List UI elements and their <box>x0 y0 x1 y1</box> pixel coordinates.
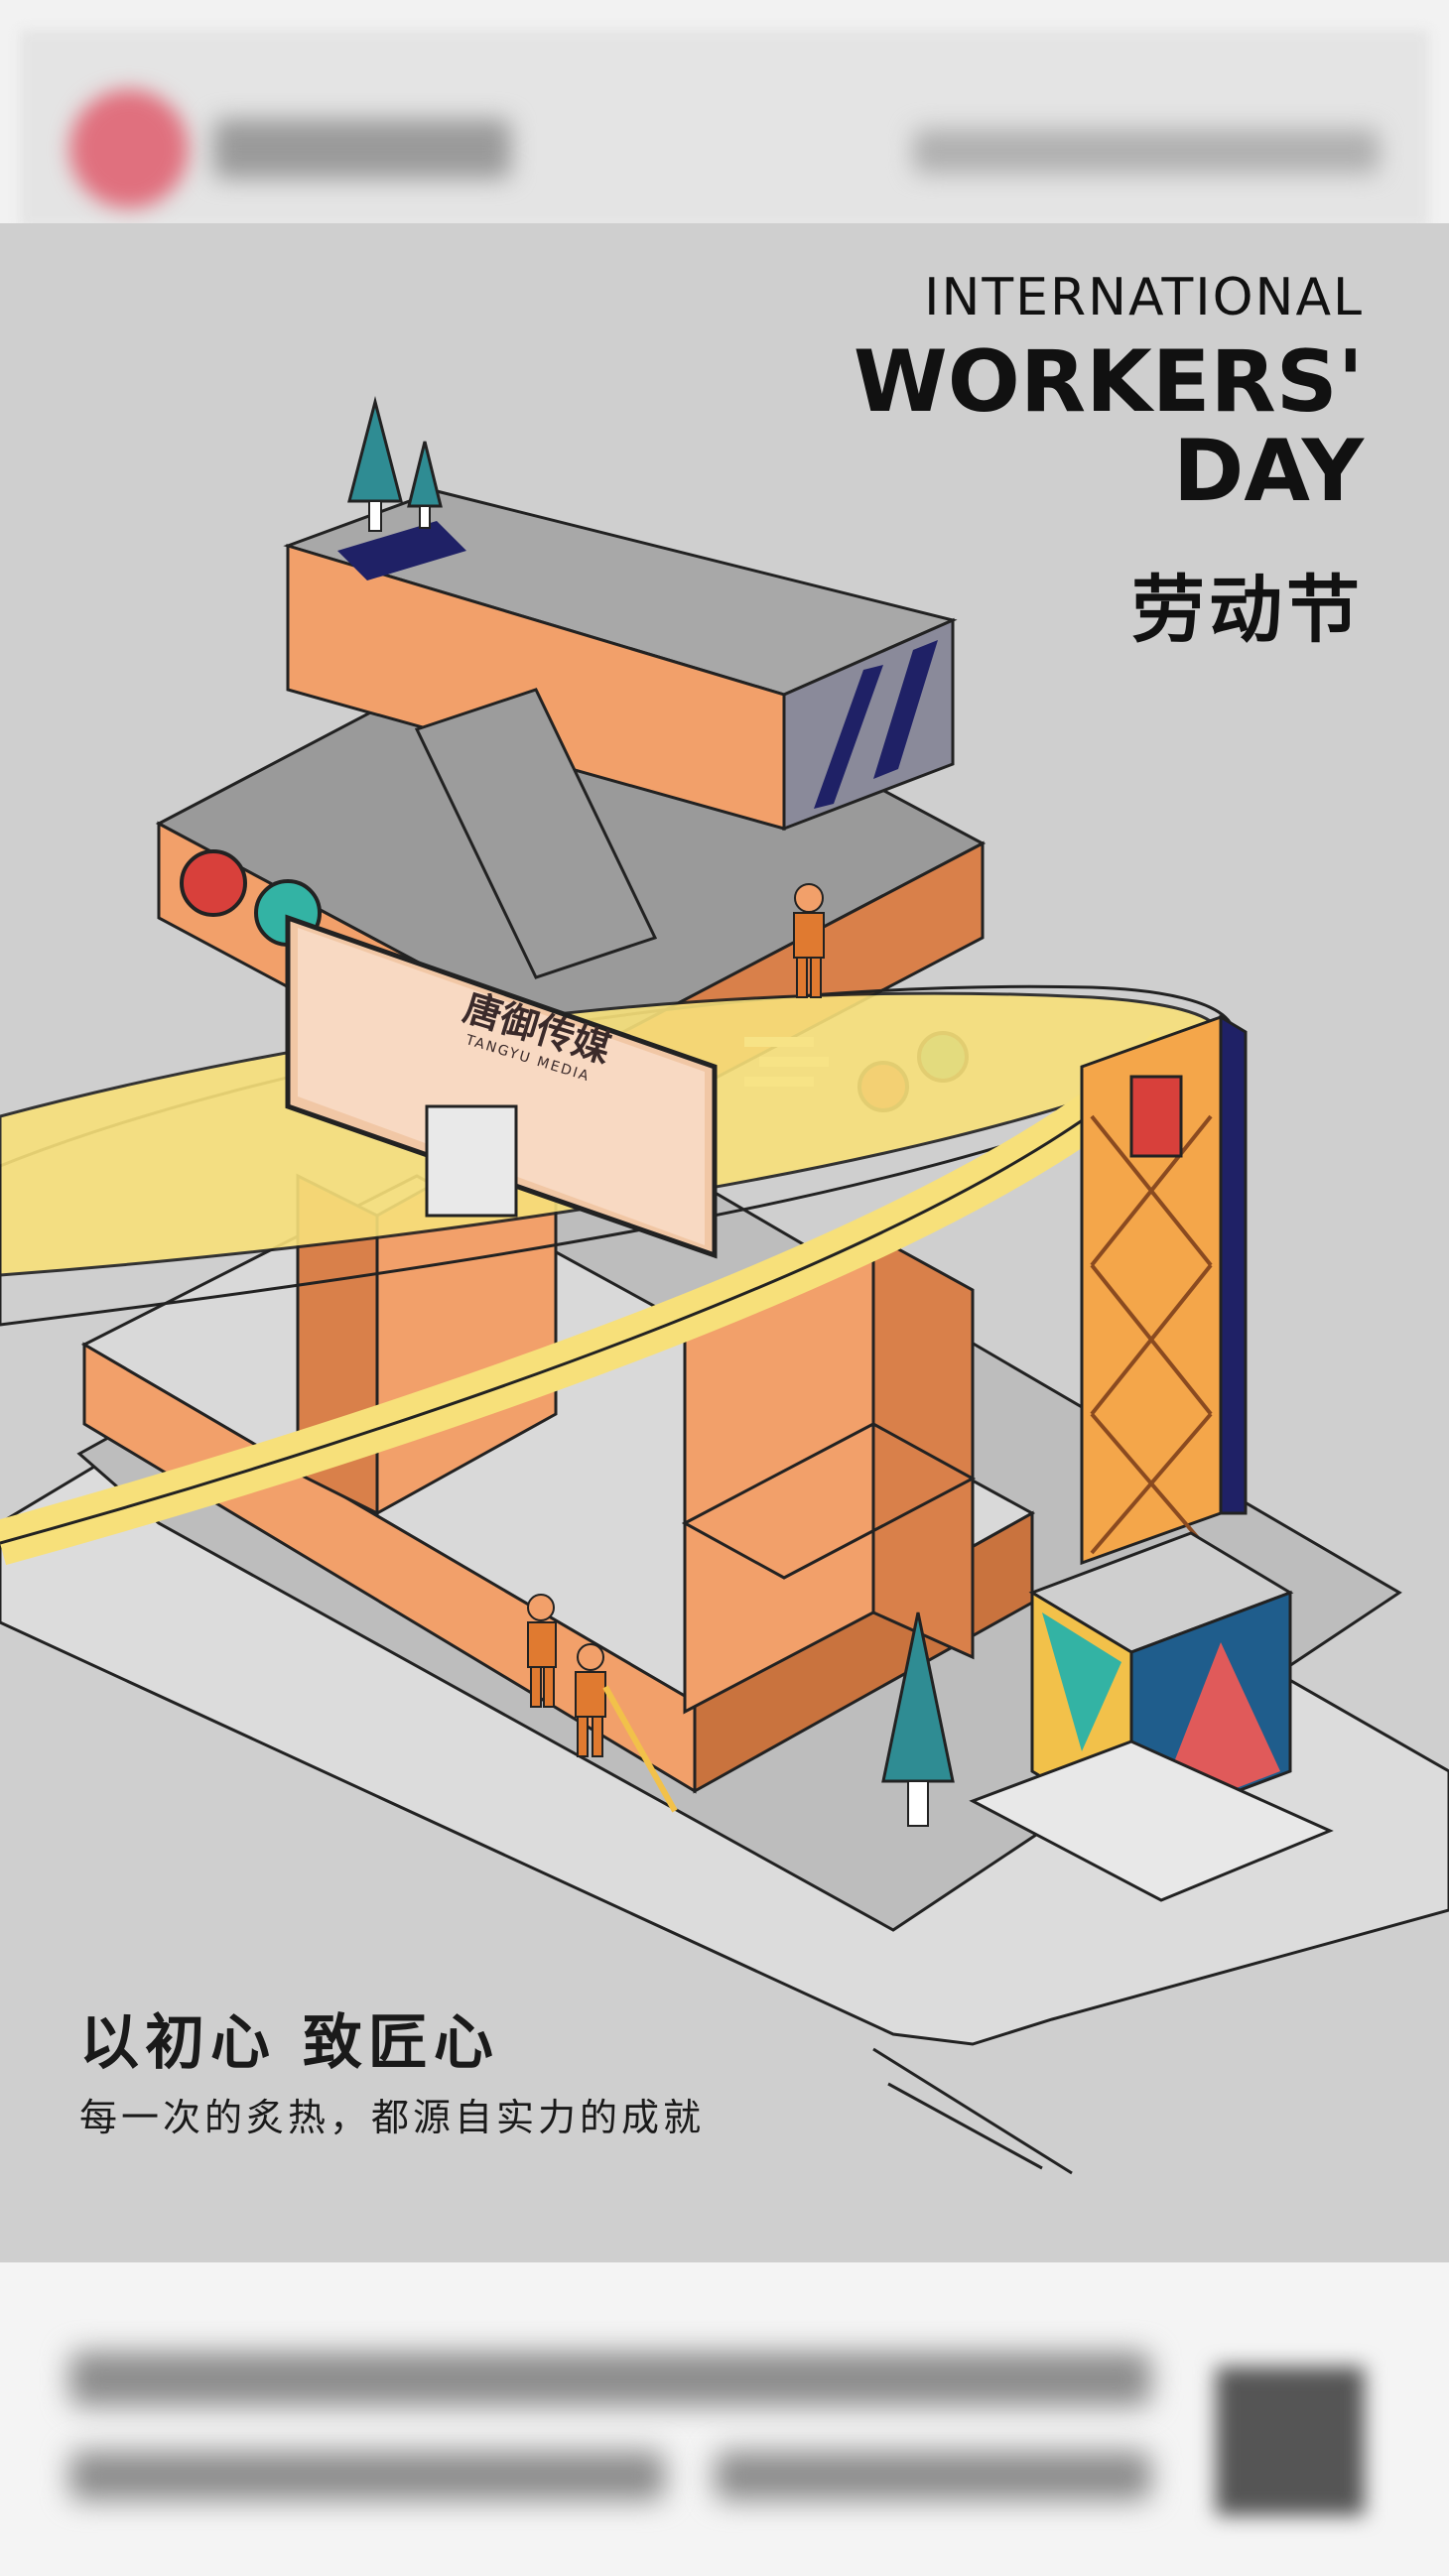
blurred-footer-text-1 <box>69 2352 1151 2406</box>
title-workers: WORKERS' <box>853 332 1364 432</box>
sweeper-figures <box>527 1594 678 1813</box>
blurred-footer-text-3 <box>715 2451 1151 2501</box>
worker-figure <box>793 883 825 998</box>
blurred-header-text-right <box>913 129 1380 174</box>
poster-main: 唐御传媒 TANGYU MEDIA INTERNATIONAL WORKERS'… <box>0 223 1449 2262</box>
blurred-logo-icon <box>69 89 189 208</box>
slogan: 以初心 致匠心 <box>79 2008 499 2078</box>
isometric-illustration <box>0 396 1449 2175</box>
blurred-footer-text-2 <box>69 2451 665 2501</box>
title-day: DAY <box>1173 422 1364 521</box>
blurred-header-text <box>213 119 511 179</box>
title-chinese: 劳动节 <box>1131 568 1364 653</box>
blurred-qr-code <box>1216 2367 1365 2515</box>
blurred-footer <box>0 2262 1449 2576</box>
title-international: INTERNATIONAL <box>924 268 1364 327</box>
subline: 每一次的炙热，都源自实力的成就 <box>79 2096 706 2139</box>
